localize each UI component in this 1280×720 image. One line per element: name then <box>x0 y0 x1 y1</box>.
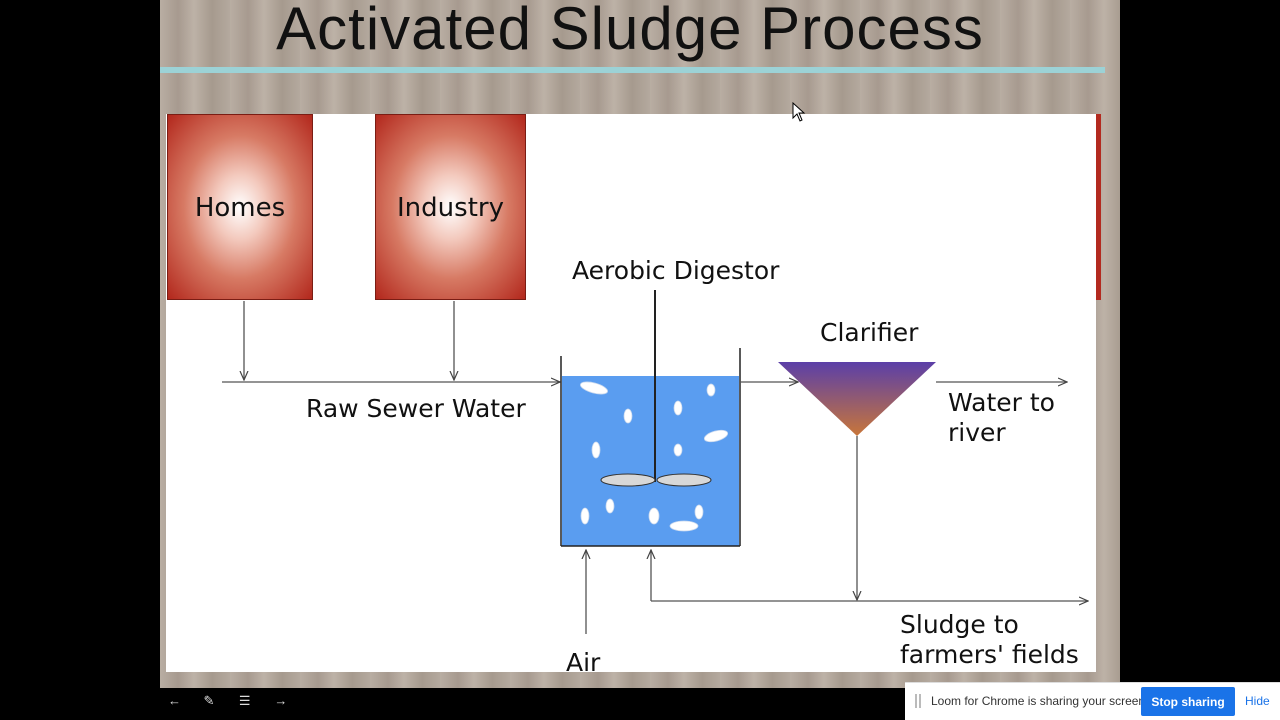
next-slide-icon[interactable]: → <box>274 693 288 708</box>
cursor-arrow-icon <box>792 102 806 122</box>
slide-title: Activated Sludge Process <box>276 0 984 62</box>
sludge-label-2: farmers' fields <box>900 640 1079 669</box>
sludge-label-1: Sludge to <box>900 610 1019 639</box>
water-to-river-label-1: Water to <box>948 388 1055 417</box>
screen-share-bar: Loom for Chrome is sharing your screen. … <box>905 682 1280 720</box>
title-underline <box>160 67 1105 73</box>
menu-icon[interactable]: ☰ <box>238 693 251 708</box>
stop-sharing-button[interactable]: Stop sharing <box>1141 687 1235 716</box>
homes-box: Homes <box>167 114 313 300</box>
pen-icon[interactable]: ✎ <box>203 693 215 708</box>
raw-sewer-water-label: Raw Sewer Water <box>306 394 526 423</box>
slide: Activated Sludge Process <box>160 0 1120 688</box>
slide-controls: ← ✎ ☰ → <box>168 692 305 710</box>
aerobic-digestor-label: Aerobic Digestor <box>572 256 780 285</box>
air-label: Air <box>566 648 601 677</box>
prev-slide-icon[interactable]: ← <box>168 693 181 708</box>
drag-handle-icon[interactable] <box>915 694 921 708</box>
diagram-lines <box>222 290 1096 634</box>
offscreen-box-edge <box>1096 114 1101 300</box>
water-to-river-label-2: river <box>948 418 1006 447</box>
industry-label: Industry <box>397 193 504 223</box>
homes-label: Homes <box>194 193 286 223</box>
share-message: Loom for Chrome is sharing your screen. <box>931 694 1149 708</box>
process-diagram: Homes Industry Aerobic Digestor Clarifie… <box>166 114 1101 677</box>
hide-link[interactable]: Hide <box>1245 694 1270 708</box>
industry-box: Industry <box>375 114 526 300</box>
clarifier-label: Clarifier <box>820 318 919 347</box>
